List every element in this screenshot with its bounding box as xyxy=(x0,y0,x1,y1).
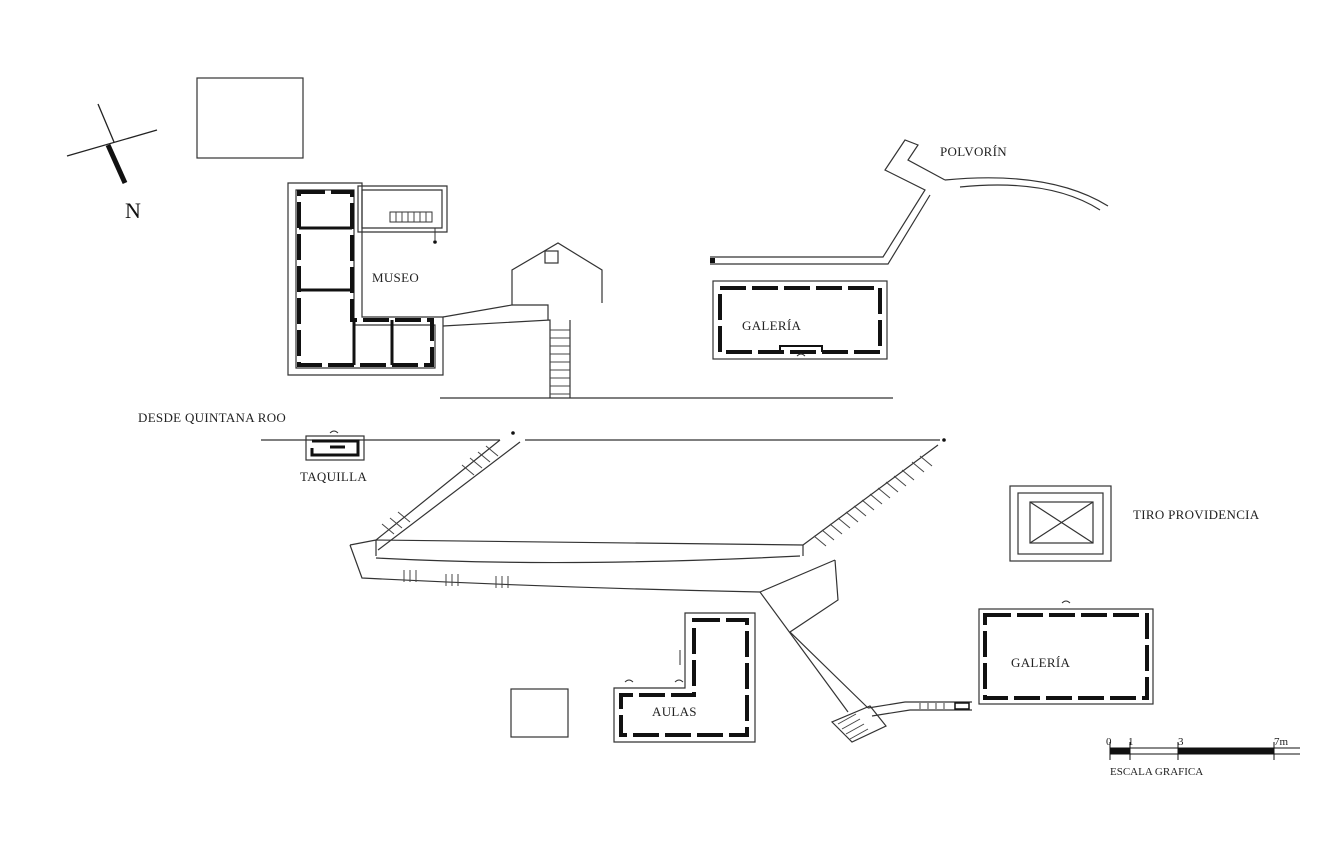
walkway-marks xyxy=(403,570,509,588)
museo-stair xyxy=(550,329,570,395)
museo-label: MUSEO xyxy=(372,270,419,285)
polvorin-label: POLVORÍN xyxy=(940,144,1007,159)
scale-tick-1: 1 xyxy=(1128,736,1134,748)
museo-path xyxy=(442,242,603,318)
scale-tick-3: 3 xyxy=(1178,736,1184,748)
desde-quintana-roo-label: DESDE QUINTANA ROO xyxy=(138,410,286,425)
taquilla-label: TAQUILLA xyxy=(300,469,367,484)
scale-caption: ESCALA GRAFICA xyxy=(1110,766,1203,778)
taquilla-building xyxy=(305,430,365,461)
scale-tick-0: 0 xyxy=(1106,736,1112,748)
galeria-north-label: GALERÍA xyxy=(742,318,801,333)
central-plaza xyxy=(349,431,946,593)
polvorin-path xyxy=(710,139,1109,265)
aulas-building xyxy=(613,612,756,743)
plaza-stair-right xyxy=(813,455,933,547)
empty-plot-south xyxy=(510,688,569,738)
tiro-providencia-label: TIRO PROVIDENCIA xyxy=(1133,507,1260,522)
galeria-north-building xyxy=(712,280,888,360)
aulas-label: AULAS xyxy=(652,704,697,719)
galeria-south-building xyxy=(978,600,1154,705)
galeria-south-label: GALERÍA xyxy=(1011,655,1070,670)
north-arrow-icon xyxy=(66,103,158,185)
south-walkway-stair xyxy=(837,703,945,740)
museo-building xyxy=(287,182,448,376)
tiro-providencia-structure xyxy=(1009,485,1112,562)
scale-tick-7m: 7m xyxy=(1274,736,1289,748)
empty-plot-northwest xyxy=(196,77,304,159)
north-label: N xyxy=(125,198,141,223)
south-walkway xyxy=(759,559,972,743)
graphic-scale xyxy=(1109,742,1300,760)
plaza-stair-left xyxy=(381,445,499,535)
